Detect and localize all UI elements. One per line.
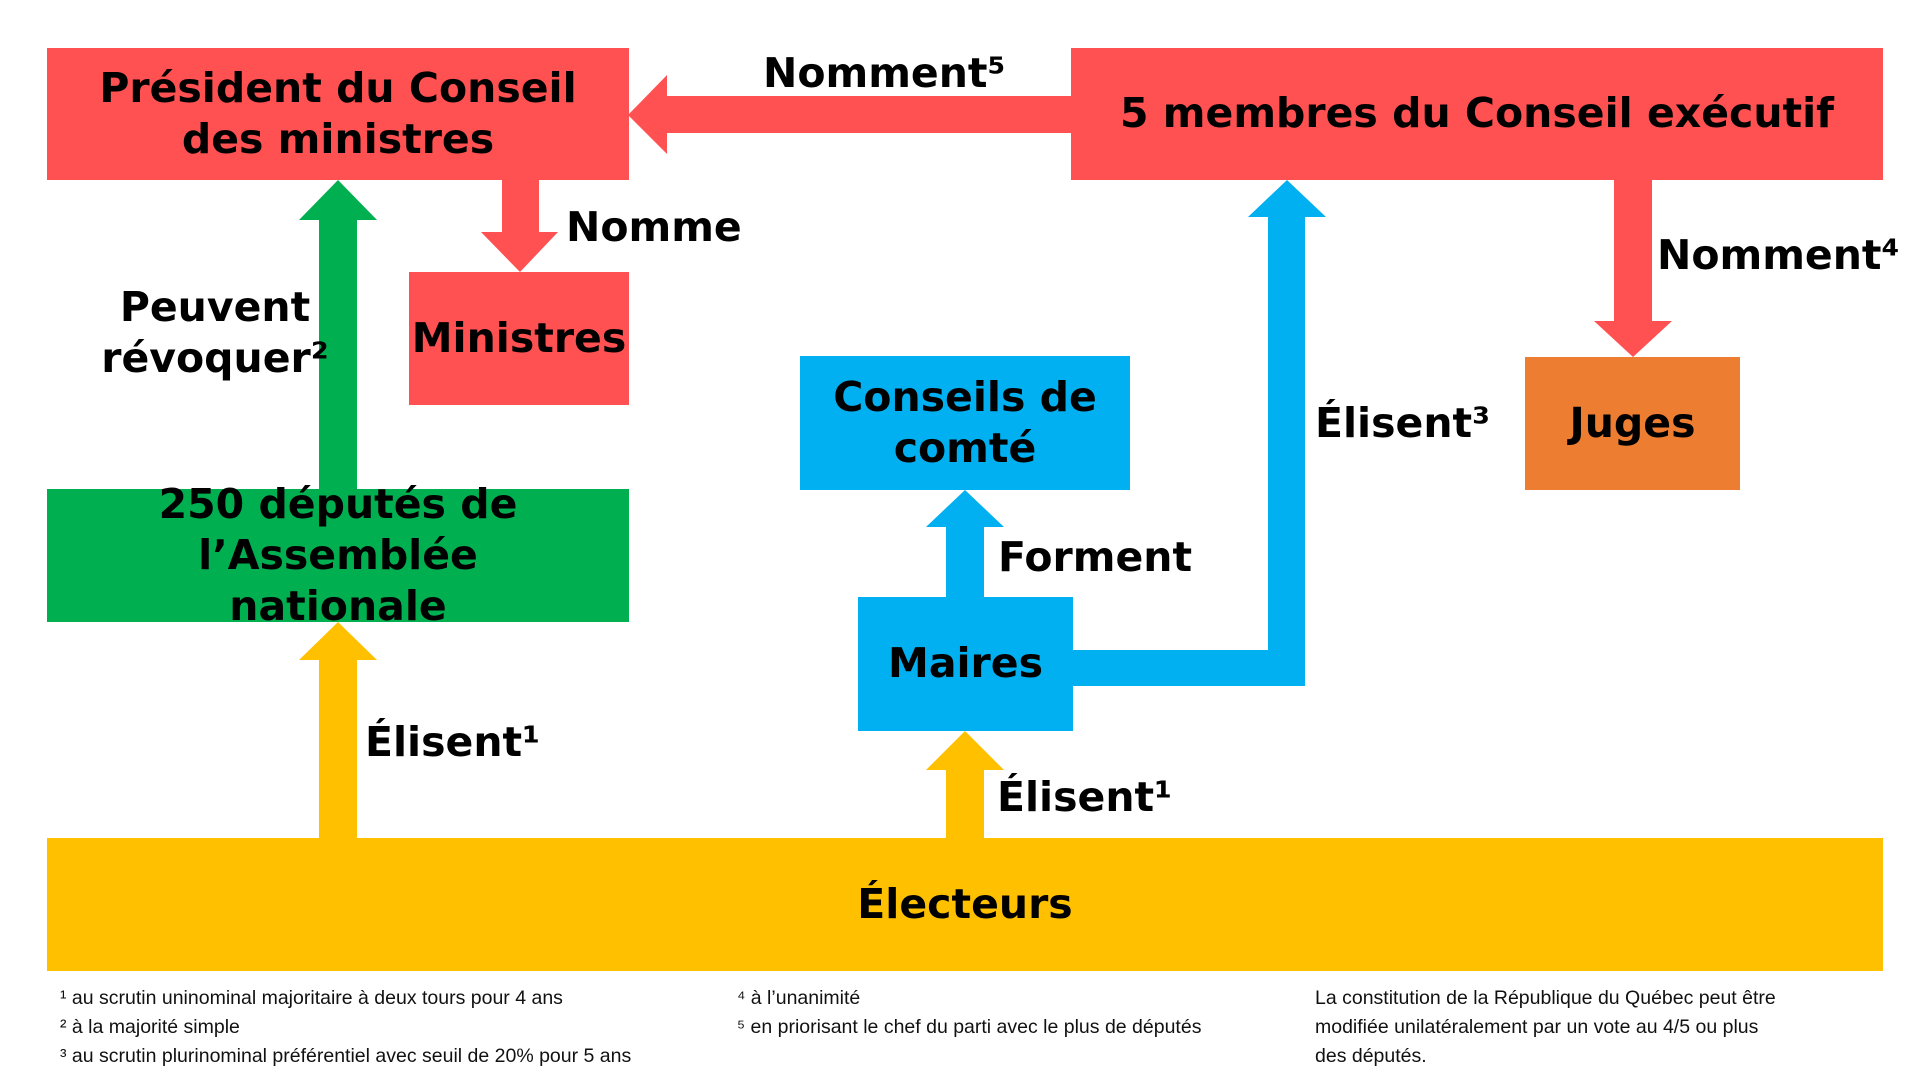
ministres-label: Ministres: [411, 313, 627, 362]
footnotes-col2: ⁴ à l’unanimité ⁵ en priorisant le chef …: [737, 984, 1201, 1042]
electeurs-label: Électeurs: [857, 879, 1073, 928]
footnote-5: ⁵ en priorisant le chef du parti avec le…: [737, 1016, 1202, 1038]
arrow-elisent-conseil: [1072, 180, 1326, 686]
constitution-note-line2: modifiée unilatéralement par un vote au …: [1315, 1016, 1759, 1038]
arrow-nomment-juges: [1594, 180, 1672, 357]
conseils-comte-label: Conseils de comté: [833, 372, 1097, 472]
footnote-1: ¹ au scrutin uninominal majoritaire à de…: [60, 987, 563, 1009]
footnote-3: ³ au scrutin plurinominal préférentiel a…: [60, 1045, 632, 1067]
arrow-elisent-deputes: [299, 622, 377, 838]
conseil-executif-box: 5 membres du Conseil exécutif: [1071, 48, 1883, 180]
label-elisent-1-maires: Élisent¹: [997, 773, 1173, 821]
arrow-forment: [926, 490, 1004, 597]
label-elisent-1-deputes: Élisent¹: [365, 718, 541, 766]
arrow-peuvent-revoquer: [299, 180, 377, 489]
arrow-elisent-maires: [926, 731, 1004, 838]
label-elisent-3: Élisent³: [1315, 399, 1491, 447]
footnote-4: ⁴ à l’unanimité: [737, 987, 861, 1009]
electeurs-box: Électeurs: [47, 838, 1883, 971]
footnotes-col3: La constitution de la République du Québ…: [1315, 984, 1776, 1071]
ministres-box: Ministres: [409, 272, 629, 405]
juges-label: Juges: [1569, 398, 1696, 447]
label-nomme: Nomme: [566, 203, 742, 251]
label-nomment-4: Nomment⁴: [1657, 231, 1900, 279]
arrow-nomme-ministres: [481, 180, 558, 272]
arrow-nomment-president: [628, 75, 1072, 154]
label-forment: Forment: [998, 533, 1193, 581]
footnotes-col1: ¹ au scrutin uninominal majoritaire à de…: [60, 984, 631, 1071]
deputes-label: 250 députés de l’Assemblée nationale: [158, 479, 518, 631]
maires-box: Maires: [858, 597, 1073, 731]
constitution-note-line1: La constitution de la République du Québ…: [1315, 987, 1776, 1009]
president-label: Président du Conseil des ministres: [99, 63, 577, 163]
footnote-2: ² à la majorité simple: [60, 1016, 240, 1038]
maires-label: Maires: [888, 639, 1043, 688]
conseils-comte-box: Conseils de comté: [800, 356, 1130, 490]
deputes-box: 250 députés de l’Assemblée nationale: [47, 480, 629, 630]
conseil-executif-label: 5 membres du Conseil exécutif: [1120, 89, 1834, 138]
label-peuvent-revoquer-text: Peuvent révoquer²: [101, 283, 329, 383]
label-nomment-5: Nomment⁵: [763, 49, 1006, 97]
label-peuvent-revoquer: Peuvent révoquer²: [100, 282, 330, 385]
constitution-note-line3: des députés.: [1315, 1045, 1427, 1067]
juges-box: Juges: [1525, 357, 1740, 490]
president-box: Président du Conseil des ministres: [47, 48, 629, 180]
